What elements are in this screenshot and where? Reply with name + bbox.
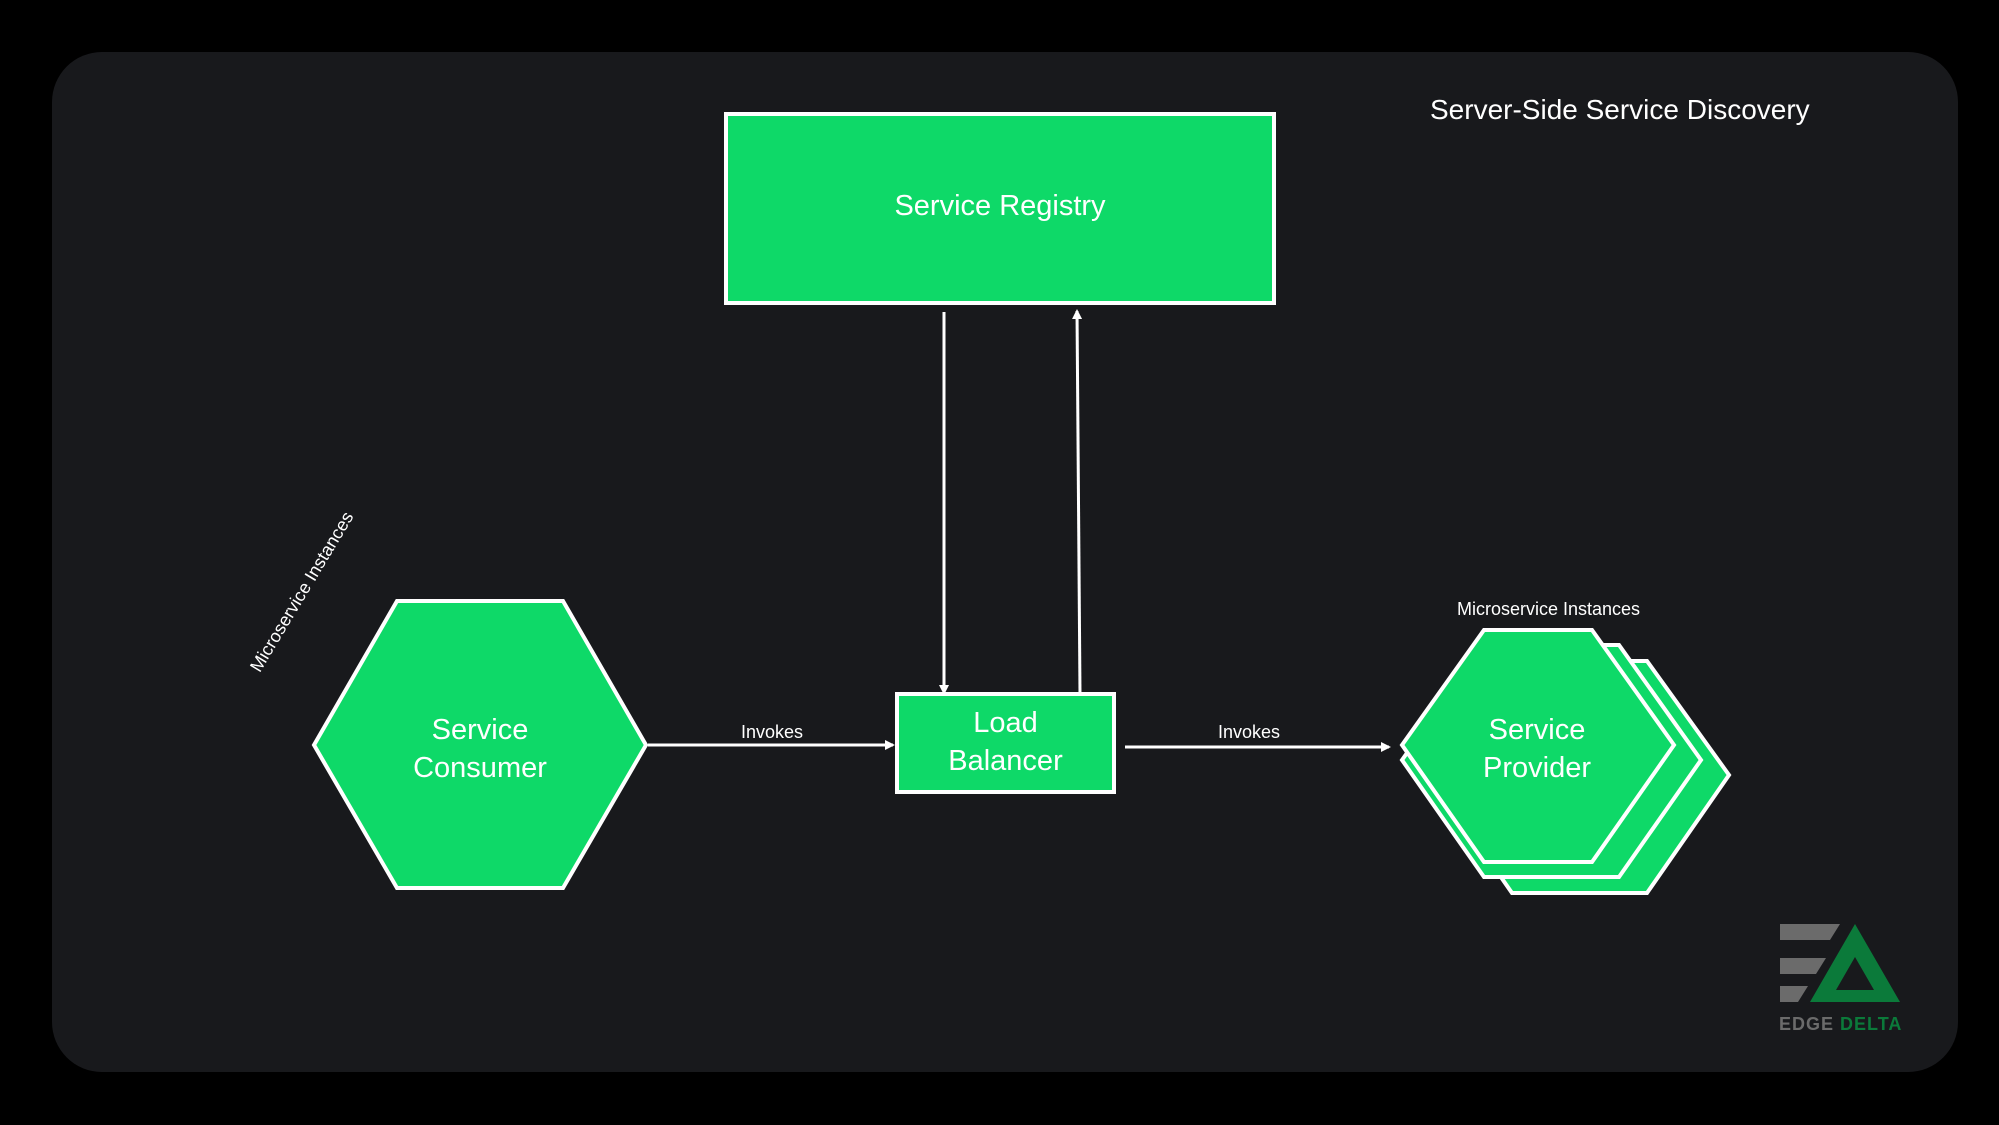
load-balancer-box[interactable]	[895, 692, 1116, 794]
wordmark-edge: EDGE	[1779, 1014, 1835, 1034]
edge-delta-wordmark: EDGE DELTA	[1779, 1014, 1902, 1035]
service-provider-label-line1: Service	[1488, 714, 1586, 746]
consumer-to-lb-label: Invokes	[741, 722, 804, 742]
load-balancer-label-line1: Load	[973, 707, 1038, 739]
load-balancer-label-line2: Balancer	[948, 745, 1063, 777]
service-provider-hexagon[interactable]	[1399, 628, 1677, 864]
service-provider-label: Service Provider	[1437, 711, 1637, 787]
load-balancer-label: Load Balancer	[897, 704, 1114, 780]
wordmark-delta: DELTA	[1840, 1014, 1903, 1034]
diagram-title: Server-Side Service Discovery	[1430, 94, 1810, 125]
service-consumer-label-line1: Service	[431, 714, 529, 746]
service-registry-label: Service Registry	[894, 190, 1106, 222]
lb-to-registry-arrow	[1072, 309, 1083, 695]
service-provider-label-line2: Provider	[1483, 752, 1591, 784]
service-consumer-hexagon[interactable]	[311, 599, 649, 890]
lb-to-provider-label: Invokes	[1218, 722, 1281, 742]
service-consumer-label-line2: Consumer	[413, 752, 547, 784]
service-registry-box[interactable]	[724, 112, 1276, 305]
service-consumer-label: Service Consumer	[380, 711, 580, 787]
edge-delta-logo-icon	[1780, 924, 1900, 1002]
provider-instances-caption: Microservice Instances	[1457, 599, 1641, 619]
